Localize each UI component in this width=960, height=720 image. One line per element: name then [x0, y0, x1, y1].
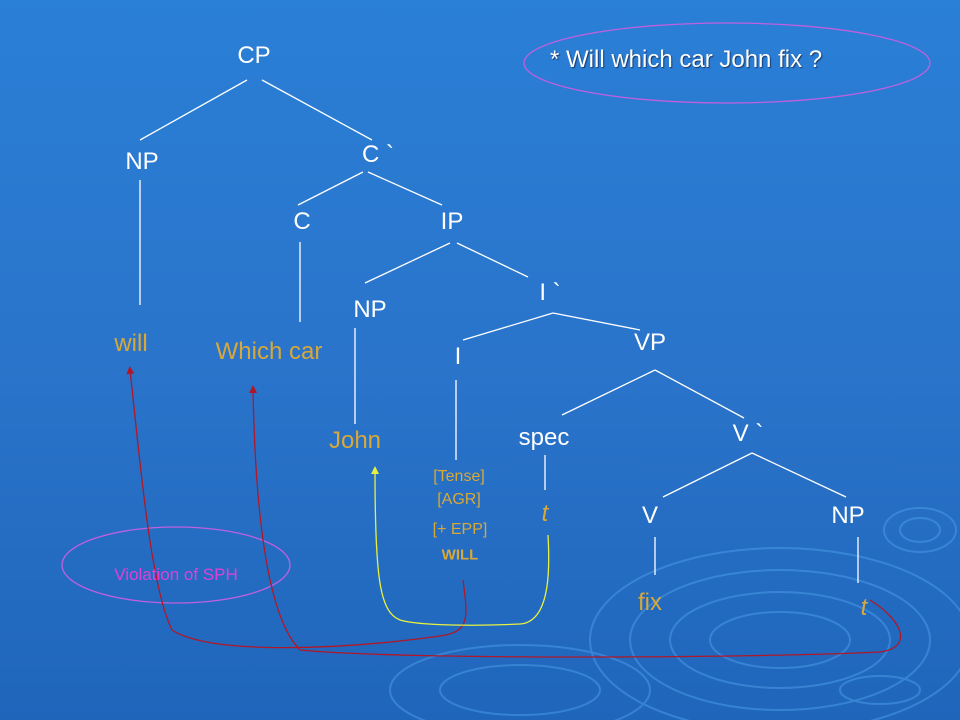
leaf-will: will [114, 330, 148, 357]
feature-tense: [Tense] [433, 468, 485, 485]
node-i-bar: I ` [539, 279, 561, 306]
branch-ip-np [364, 242, 451, 284]
branch-cbar-ip [367, 171, 443, 206]
node-v-bar: V ` [732, 420, 764, 447]
leaf-fix: fix [638, 589, 662, 616]
branch-ibar-vp [552, 312, 641, 331]
branch-cbar-c [297, 171, 364, 206]
node-vp: VP [633, 329, 667, 356]
trace-object: t [860, 594, 868, 621]
sentence-ellipse [523, 22, 931, 104]
branch-vp-spec [561, 369, 656, 416]
feature-will: WILL [441, 546, 479, 564]
branch-cp-cbar [261, 79, 373, 141]
branch-vp-vbar [654, 369, 745, 419]
node-v: V [641, 502, 659, 529]
violation-ellipse [61, 526, 291, 604]
node-np-obj: NP [831, 502, 865, 529]
leaf-john: John [328, 427, 382, 454]
movement-arrow-will [126, 366, 467, 649]
node-c-bar: C ` [362, 141, 394, 168]
branch-ibar-i [462, 312, 554, 341]
feature-agr: [AGR] [437, 491, 481, 508]
node-i: I [454, 343, 462, 370]
node-cp: CP [237, 42, 271, 69]
branch-vbar-np [751, 452, 847, 498]
feature-epp: [+ EPP] [432, 521, 488, 538]
node-ip: IP [440, 208, 464, 235]
movement-arrow-john [371, 466, 550, 626]
node-spec-vp: spec [518, 424, 570, 451]
trace-spec-vp: t [541, 500, 549, 527]
node-c: C [293, 208, 311, 235]
node-np-spec-ip: NP [353, 296, 387, 323]
node-np-spec-cp: NP [125, 148, 159, 175]
violation-label: Violation of SPH [114, 565, 238, 584]
ungrammatical-sentence: * Will which car John fix ? [550, 46, 823, 73]
movement-arrow-which-car [249, 385, 902, 658]
branch-ip-ibar [456, 242, 529, 278]
branch-cp-np [139, 79, 248, 141]
branch-vbar-v [662, 452, 753, 498]
leaf-which-car: Which car [215, 338, 323, 365]
